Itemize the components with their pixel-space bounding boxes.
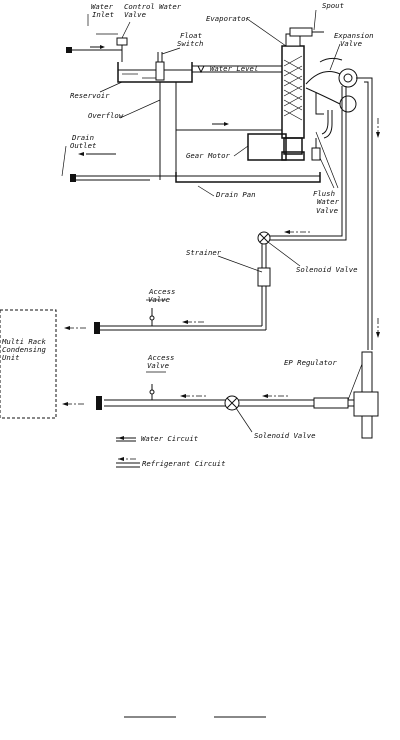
expansion-valve-label-2: Valve	[340, 39, 363, 48]
reservoir-return-pipe	[175, 122, 282, 131]
ep-regulator	[313, 351, 379, 439]
expansion-valve-label-1: Expansion	[334, 31, 374, 40]
overflow-label: Overflow	[88, 111, 124, 120]
water-level-label: Water Level	[210, 64, 258, 73]
reservoir	[99, 62, 193, 93]
multi-rack-condensing-unit	[0, 309, 57, 419]
flush-water-valve-label-2: Water	[317, 197, 340, 206]
drain-outlet-label-2: Outlet	[70, 141, 96, 150]
legend-refrigerant-circuit-label: Refrigerant Circuit	[142, 459, 225, 468]
access-valve-lower	[146, 371, 166, 400]
solenoid-valve-lower-label: Solenoid Valve	[254, 431, 316, 440]
access-valve-upper-label-2: Valve	[148, 295, 171, 304]
drain-outlet-label-1: Drain	[71, 133, 94, 142]
float-switch-label-1: Float	[180, 31, 202, 40]
access-valve-upper-label-1: Access	[148, 287, 175, 296]
reservoir-to-evaporator-pipe	[192, 65, 282, 73]
spout	[285, 9, 324, 47]
solenoid-valve-upper-label: Solenoid Valve	[296, 265, 358, 274]
control-water-valve	[116, 21, 131, 46]
float-switch-label-2: Switch	[177, 39, 203, 48]
water-inlet-label-2: Inlet	[92, 10, 114, 19]
drain-pan-label: Drain Pan	[215, 190, 256, 199]
multi-rack-label-2: Condensing	[2, 345, 47, 354]
expansion-valve	[305, 43, 358, 139]
water-level-mark	[197, 65, 205, 74]
access-valve-lower-label-1: Access	[147, 353, 174, 362]
liquid-line-upper	[264, 86, 347, 241]
flush-water-valve	[311, 131, 339, 189]
strainer	[217, 244, 271, 330]
access-valve-lower-label-2: Valve	[147, 361, 170, 370]
overflow-pipe	[119, 82, 177, 182]
solenoid-valve-lower	[224, 395, 253, 433]
solenoid-valve-upper	[257, 231, 301, 267]
reservoir-label: Reservoir	[70, 91, 110, 100]
float-switch	[155, 47, 181, 81]
water-inlet-label-1: Water	[91, 2, 114, 11]
multi-rack-label-1: Multi Rack	[1, 337, 47, 346]
control-water-valve-label-2: Valve	[124, 10, 147, 19]
strainer-label: Strainer	[186, 248, 222, 257]
drain-pan	[175, 172, 321, 197]
flush-water-valve-label-1: Flush	[313, 189, 335, 198]
multi-rack-label-3: Unit	[2, 353, 20, 362]
gear-motor-label: Gear Motor	[186, 151, 231, 160]
legend	[116, 436, 140, 468]
access-valve-upper	[146, 299, 166, 326]
evaporator-label: Evaporator	[206, 14, 251, 23]
spout-label: Spout	[322, 1, 344, 10]
liquid-line-to-unit	[64, 320, 266, 334]
legend-water-circuit-label: Water Circuit	[141, 434, 198, 443]
flush-water-valve-label-3: Valve	[316, 206, 339, 215]
water-inlet-line	[66, 14, 123, 62]
gear-motor	[233, 133, 305, 161]
suction-line	[356, 77, 380, 350]
drain-outlet	[61, 145, 176, 182]
control-water-valve-label-1: Control Water	[124, 2, 182, 11]
ep-regulator-label: EP Regulator	[284, 358, 337, 367]
